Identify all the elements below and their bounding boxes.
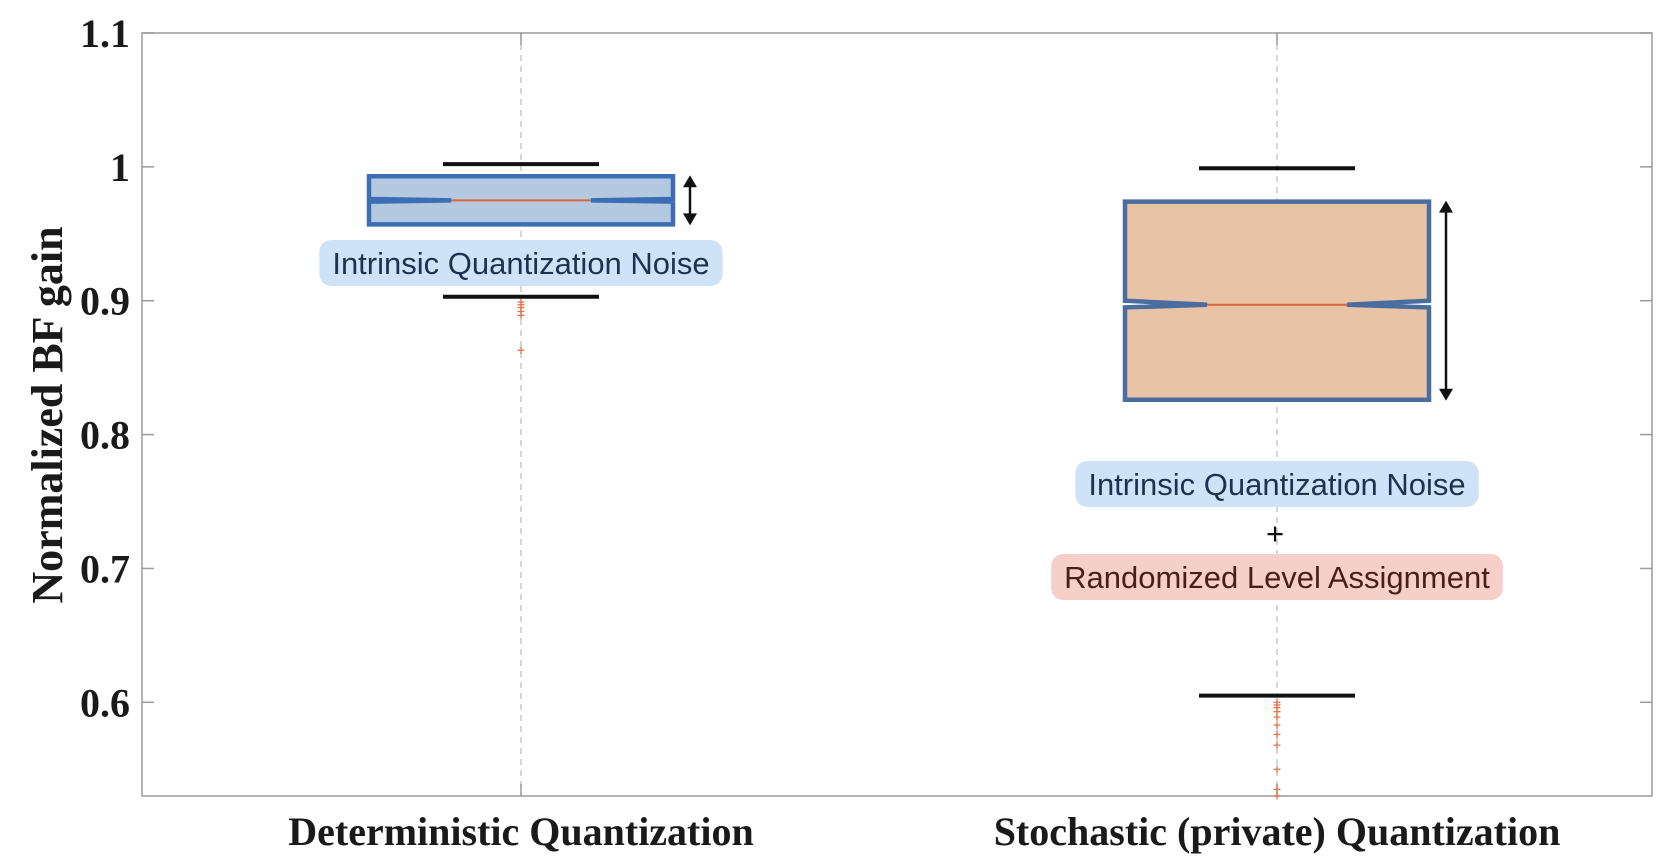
y-tick-label-2: 0.8 xyxy=(80,413,130,458)
annotation-label-right-noise: Intrinsic Quantization Noise xyxy=(1075,461,1479,507)
outlier-point-1-6 xyxy=(1273,730,1281,738)
annotation-label-left: Intrinsic Quantization Noise xyxy=(319,240,723,286)
annotation-label-left-bg xyxy=(319,240,723,286)
boxes-layer xyxy=(366,162,1432,800)
span-arrow-head-bottom-1 xyxy=(1439,388,1453,401)
span-arrow-head-top-1 xyxy=(1439,200,1453,213)
annotation-label-right-randomized: Randomized Level Assignment xyxy=(1051,554,1503,600)
annotation-label-right-noise-bg xyxy=(1075,461,1479,507)
grid-layer xyxy=(520,33,1278,796)
outlier-point-1-4 xyxy=(1273,713,1281,721)
span-arrow-head-top-0 xyxy=(683,175,697,188)
y-tick-label-1: 0.7 xyxy=(80,546,130,591)
outlier-point-1-5 xyxy=(1273,721,1281,729)
y-tick-label-0: 0.6 xyxy=(80,680,130,725)
outlier-point-1-9 xyxy=(1273,785,1281,793)
span-arrow-head-bottom-0 xyxy=(683,213,697,226)
outlier-point-1-10 xyxy=(1273,792,1281,800)
outlier-point-0-5 xyxy=(517,346,525,354)
outlier-point-0-4 xyxy=(517,311,525,319)
outlier-point-1-8 xyxy=(1273,765,1281,773)
x-category-label-stochastic: Stochastic (private) Quantization xyxy=(994,809,1561,854)
annotation-label-right-noise-text: Intrinsic Quantization Noise xyxy=(1088,467,1465,502)
annotation-label-left-text: Intrinsic Quantization Noise xyxy=(332,246,709,281)
plot-area-frame xyxy=(141,32,1653,797)
axis-ticks: 0.6 0.7 0.8 0.9 1 1.1 xyxy=(80,11,1652,796)
annotation-plus-sign: + xyxy=(1266,516,1284,551)
annotation-label-right-randomized-bg xyxy=(1051,554,1503,600)
y-tick-label-5: 1.1 xyxy=(80,11,130,56)
outlier-point-1-7 xyxy=(1273,741,1281,749)
notched-box-1 xyxy=(1122,199,1432,403)
y-axis-title: Normalized BF gain xyxy=(23,226,72,603)
y-tick-label-4: 1 xyxy=(110,145,130,190)
annotation-label-right-randomized-text: Randomized Level Assignment xyxy=(1064,560,1490,595)
x-category-label-deterministic: Deterministic Quantization xyxy=(288,809,754,854)
y-tick-label-3: 0.9 xyxy=(80,279,130,324)
